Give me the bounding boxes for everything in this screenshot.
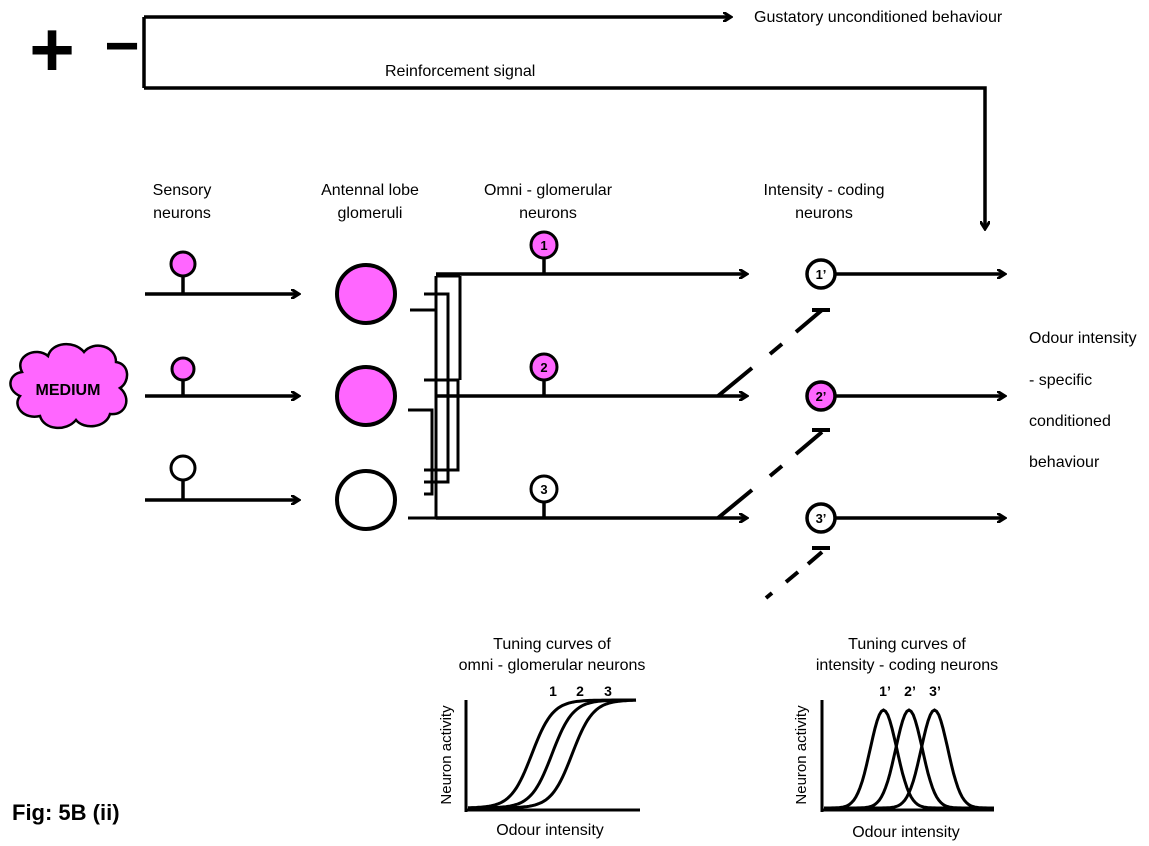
- omni-tuning-chart: Tuning curves of omni - glomerular neuro…: [438, 636, 645, 839]
- omni-neuron-2-label: 2: [540, 360, 547, 375]
- intensity-tuning-chart: Tuning curves of intensity - coding neur…: [793, 636, 998, 841]
- intensity-neuron-3: 3’: [805, 502, 837, 534]
- reinforcement-label: Reinforcement signal: [385, 63, 535, 80]
- medium-cloud: [9, 343, 129, 429]
- omni-header-line2: neurons: [519, 205, 577, 222]
- intensity-header-line1: Intensity - coding: [764, 182, 885, 199]
- omni-neuron-1: 1: [529, 230, 559, 260]
- omni-chart-xlabel: Odour intensity: [496, 822, 604, 839]
- intensity-curve-3: [824, 708, 994, 810]
- omni-chart-title-line2: omni - glomerular neurons: [459, 657, 646, 674]
- output-label-line1: Odour intensity: [1029, 330, 1137, 347]
- intensity-chart-title-line1: Tuning curves of: [848, 636, 966, 653]
- omni-neuron-3: 3: [529, 474, 559, 504]
- intensity-header-line2: neurons: [795, 205, 853, 222]
- output-label-line2: - specific: [1029, 372, 1092, 389]
- intensity-chart-ylabel: Neuron activity: [793, 705, 810, 805]
- omni-series-label-3: 3: [604, 683, 612, 699]
- omni-series-labels: 1 2 3: [549, 683, 612, 699]
- intensity-neuron-2-label: 2’: [816, 389, 827, 404]
- antennal-header-line2: glomeruli: [338, 205, 403, 222]
- omni-neuron-lines: [436, 258, 746, 518]
- omni-curve-2: [468, 698, 636, 810]
- antennal-header-line1: Antennal lobe: [321, 182, 419, 199]
- sensory-neurons: [145, 250, 298, 500]
- omni-neuron-1-label: 1: [540, 238, 547, 253]
- omni-neuron-3-label: 3: [540, 482, 547, 497]
- intensity-series-label-3: 3’: [929, 683, 941, 699]
- intensity-series-label-1: 1’: [879, 683, 891, 699]
- plus-sign: +: [29, 5, 75, 93]
- intensity-neuron-1-label: 1’: [816, 267, 827, 282]
- output-label-line4: behaviour: [1029, 454, 1100, 471]
- minus-sign: −: [104, 12, 139, 79]
- sensory-header-line2: neurons: [153, 205, 211, 222]
- sensory-header-line1: Sensory: [153, 182, 212, 199]
- omni-curve-3: [468, 698, 637, 810]
- intensity-neuron-2: 2’: [805, 380, 837, 412]
- reinforcement-arrows: [142, 17, 985, 228]
- figure-label: Fig: 5B (ii): [12, 800, 120, 825]
- omni-chart-title-line1: Tuning curves of: [493, 636, 611, 653]
- intensity-chart-title-line2: intensity - coding neurons: [816, 657, 998, 674]
- intensity-output-lines: [836, 274, 1004, 518]
- omni-chart-ylabel: Neuron activity: [438, 705, 455, 805]
- omni-header-line1: Omni - glomerular: [484, 182, 613, 199]
- inhibitory-links: [716, 308, 830, 600]
- intensity-series-label-2: 2’: [904, 683, 916, 699]
- intensity-neuron-3-label: 3’: [816, 511, 827, 526]
- output-label-line3: conditioned: [1029, 413, 1111, 430]
- gustatory-label: Gustatory unconditioned behaviour: [754, 9, 1003, 26]
- omni-series-label-2: 2: [576, 683, 584, 699]
- intensity-neuron-1: 1’: [805, 258, 837, 290]
- intensity-chart-xlabel: Odour intensity: [852, 824, 960, 841]
- omni-neuron-2: 2: [529, 352, 559, 382]
- omni-series-label-1: 1: [549, 683, 557, 699]
- medium-label: MEDIUM: [36, 382, 101, 399]
- glomeruli: [335, 263, 397, 531]
